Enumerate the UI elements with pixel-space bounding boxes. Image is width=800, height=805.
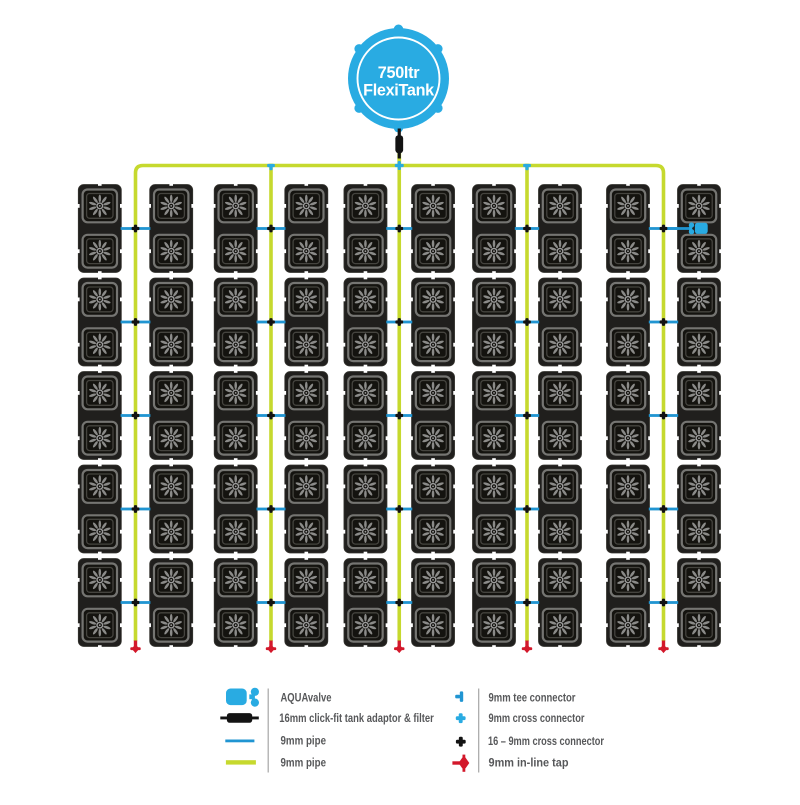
svg-text:9mm cross connector: 9mm cross connector [489,711,585,725]
svg-text:9mm pipe: 9mm pipe [281,734,327,748]
svg-text:AQUAvalve: AQUAvalve [281,691,332,705]
svg-text:9mm in-line tap: 9mm in-line tap [489,755,569,769]
svg-text:FlexiTank: FlexiTank [363,81,435,99]
svg-text:16mm click-fit tank adaptor &: 16mm click-fit tank adaptor & filter [279,711,434,725]
svg-text:16 – 9mm cross connector: 16 – 9mm cross connector [488,734,604,748]
svg-text:9mm tee connector: 9mm tee connector [489,691,576,705]
svg-text:9mm pipe: 9mm pipe [281,755,327,769]
svg-text:750ltr: 750ltr [378,64,420,82]
